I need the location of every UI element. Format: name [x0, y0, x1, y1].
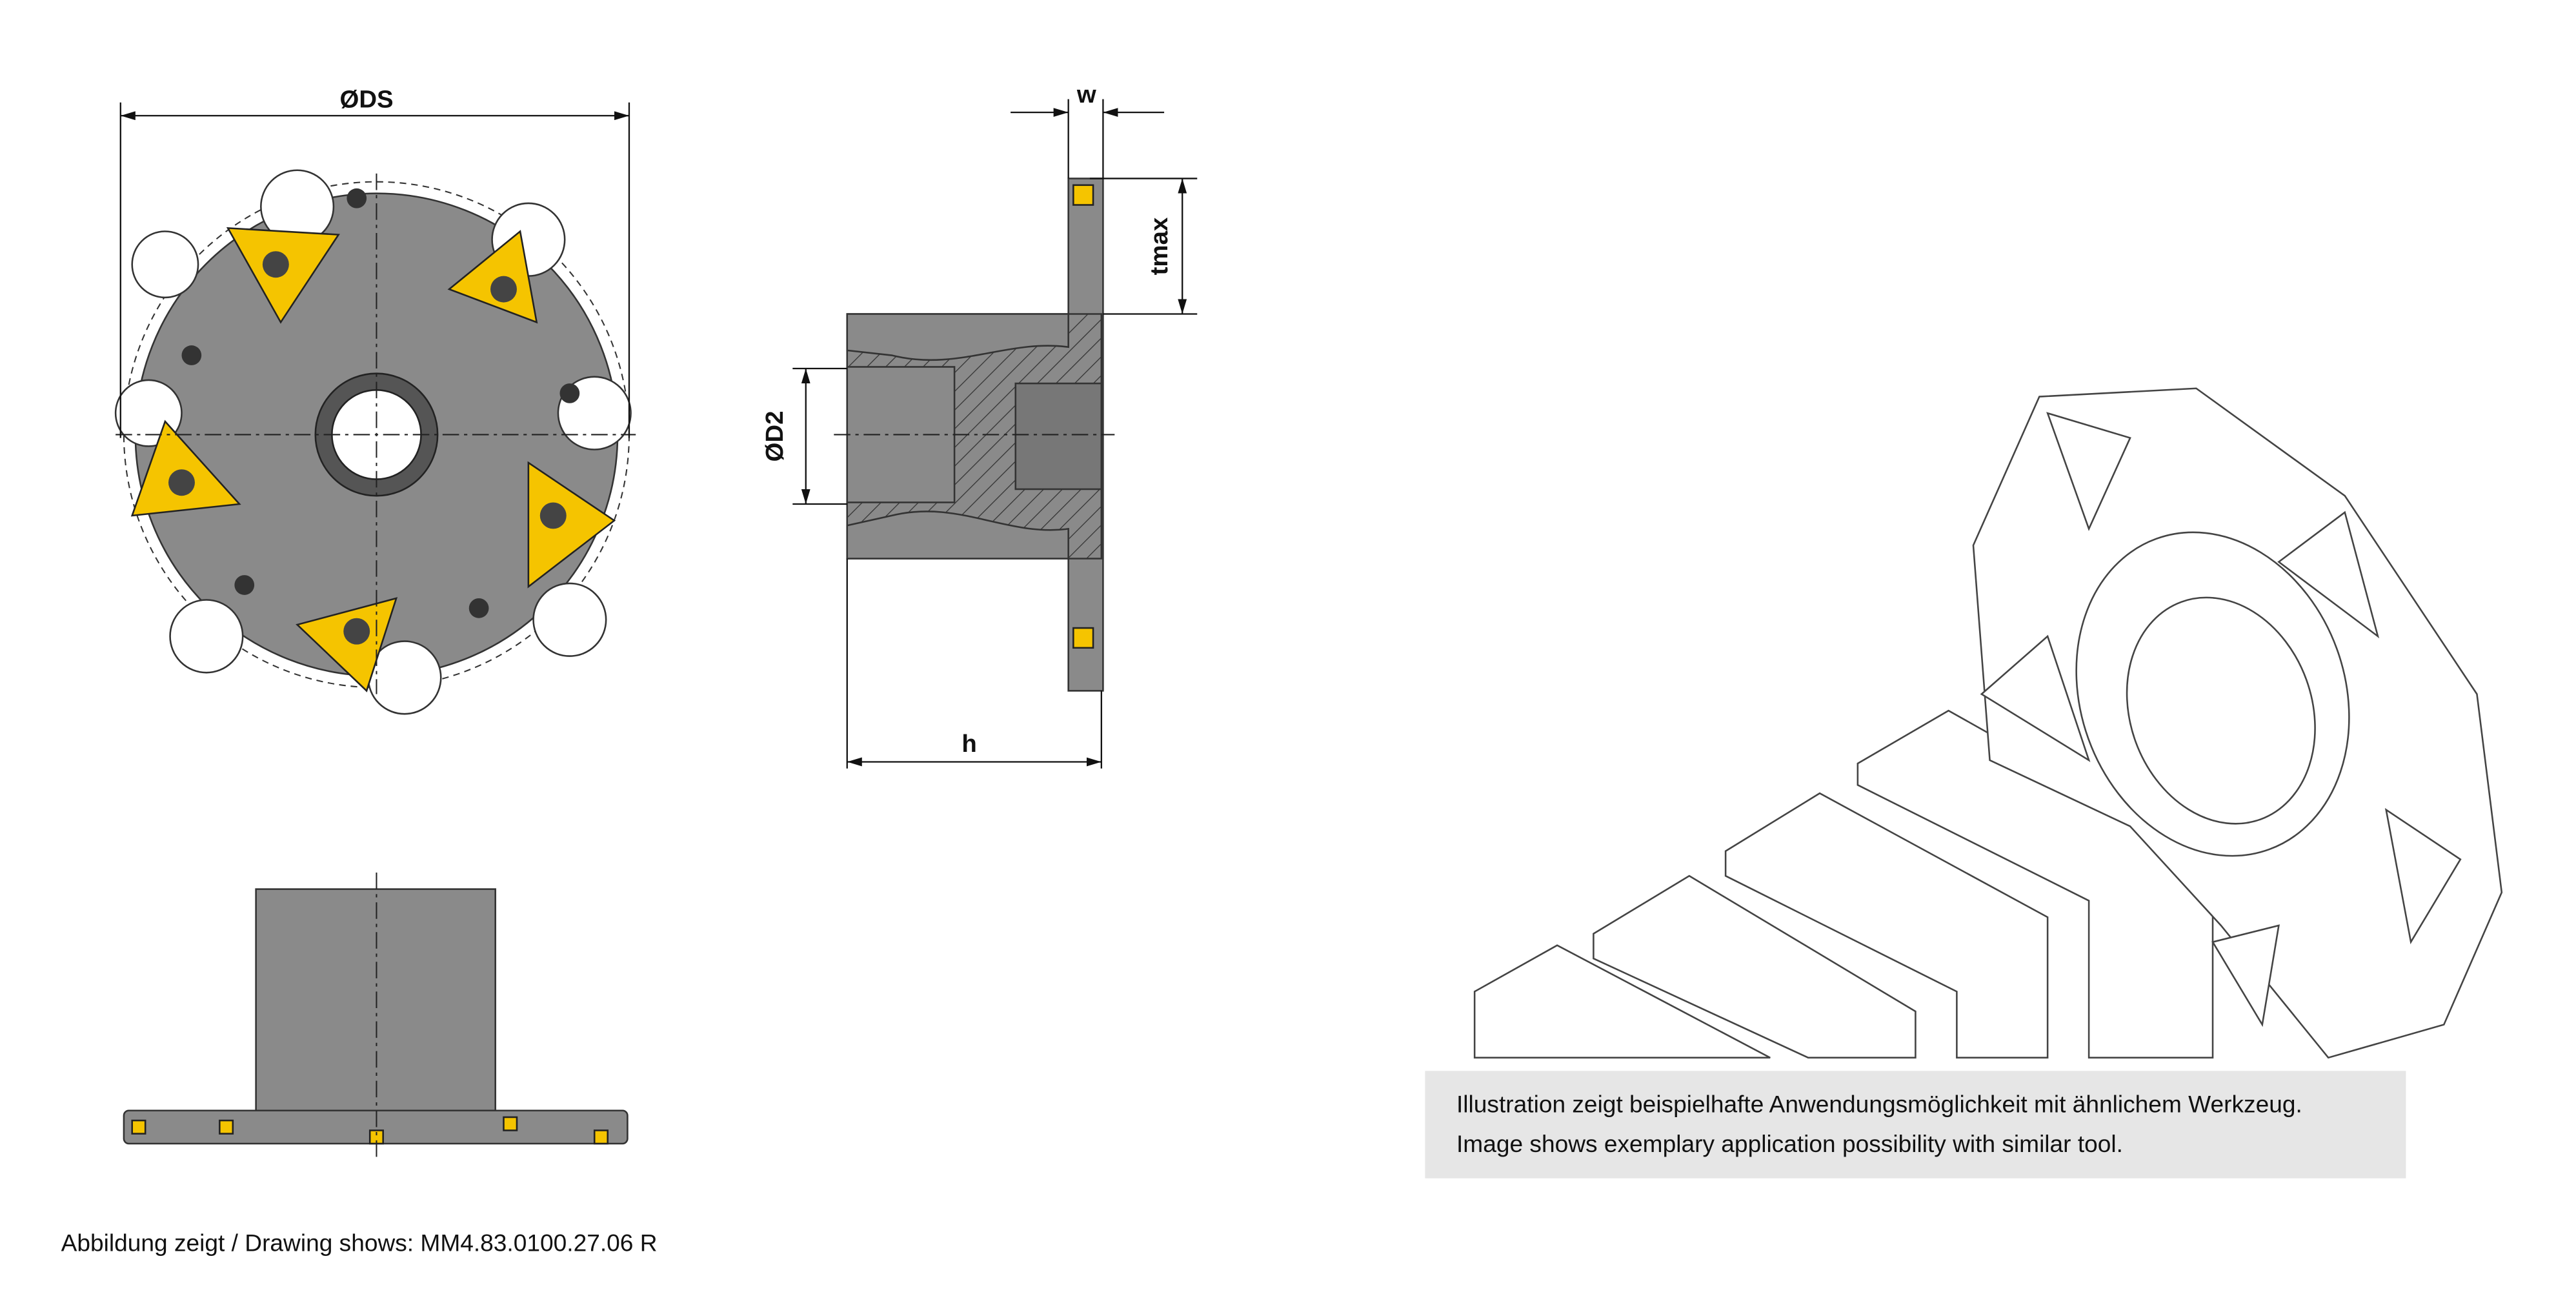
- dimension-w-label: w: [1076, 81, 1096, 108]
- dimension-tmax-label: tmax: [1145, 217, 1173, 275]
- caption-box: Illustration zeigt beispielhafte Anwendu…: [1425, 1071, 2406, 1178]
- application-illustration: [1473, 387, 2503, 1059]
- bottom-view: [123, 873, 629, 1157]
- front-view: ØDS: [114, 85, 636, 715]
- dimension-ds-label: ØDS: [340, 85, 394, 113]
- drawing-footer: Abbildung zeigt / Drawing shows: MM4.83.…: [61, 1229, 658, 1256]
- insert-icons: [130, 227, 616, 692]
- caption-line-en: Image shows exemplary application possib…: [1456, 1130, 2123, 1157]
- dimension-d2-label: ØD2: [761, 411, 789, 462]
- dimension-h-label: h: [961, 730, 976, 758]
- caption-line-de: Illustration zeigt beispielhafte Anwendu…: [1456, 1090, 2302, 1117]
- section-view: ØD2 w tmax h: [761, 81, 1198, 769]
